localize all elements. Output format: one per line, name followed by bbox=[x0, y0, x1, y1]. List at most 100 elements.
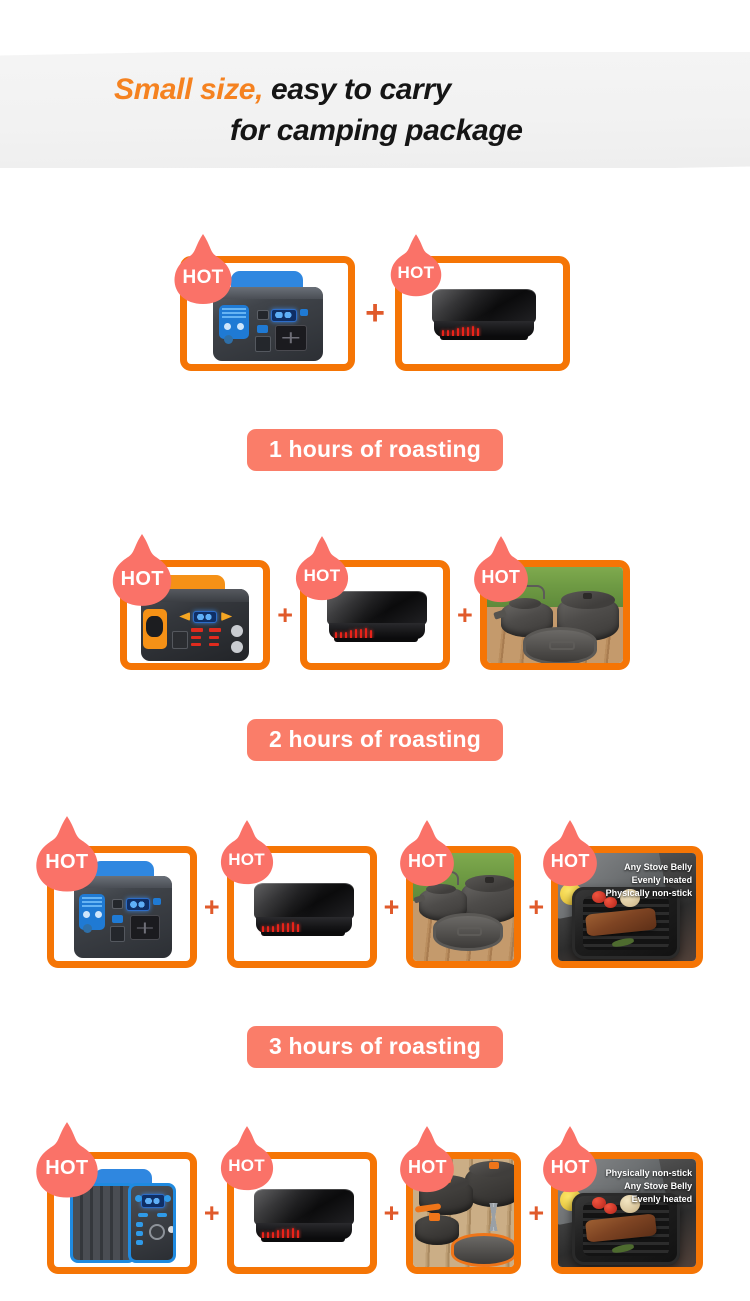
tomato bbox=[592, 1197, 607, 1209]
product-box[interactable] bbox=[394, 255, 570, 371]
product-image bbox=[307, 567, 443, 663]
header-line-1-rest: easy to carry bbox=[263, 72, 451, 106]
product-row-4: HOT bbox=[0, 1122, 750, 1288]
product-image bbox=[413, 853, 515, 961]
product-box[interactable] bbox=[46, 1152, 197, 1274]
plus-separator: + bbox=[203, 891, 220, 922]
pot-knob bbox=[489, 1162, 500, 1169]
cooker-led-indicators bbox=[441, 325, 479, 337]
product-image bbox=[234, 1159, 370, 1267]
product-cell-induction-cooker[interactable]: HOT bbox=[220, 820, 377, 968]
product-row-2: HOT bbox=[0, 534, 750, 690]
tomato bbox=[592, 891, 607, 903]
tomato bbox=[604, 1203, 618, 1214]
cooker-led-indicators bbox=[261, 922, 299, 933]
section-pill-label: 3 hours of roasting bbox=[246, 1026, 504, 1068]
header-line-1: Small size, easy to carry bbox=[66, 69, 750, 110]
induction-cooker-art bbox=[402, 263, 563, 364]
overlay-line-2: Evenly heated bbox=[631, 875, 693, 886]
section-pill-label: 2 hours of roasting bbox=[246, 719, 504, 761]
pot-knob bbox=[485, 877, 495, 883]
product-cell-power-station-blue[interactable]: HOT bbox=[174, 233, 356, 371]
power-station-blue-art bbox=[54, 853, 190, 961]
cooker-led-indicators bbox=[261, 1228, 299, 1239]
product-image bbox=[54, 853, 190, 961]
product-box[interactable] bbox=[46, 846, 197, 968]
overlay-line-3: Physically non-stick bbox=[605, 888, 693, 899]
product-box[interactable] bbox=[120, 560, 271, 670]
garlic-bulb bbox=[620, 889, 641, 907]
header-banner: Small size, easy to carry for camping pa… bbox=[0, 52, 750, 168]
product-box[interactable]: Any Stove Belly Evenly heated Physically… bbox=[551, 846, 704, 968]
cookware-gray-photo bbox=[486, 567, 623, 663]
product-cell-grill-pan[interactable]: HOT Physically non-stick bbox=[543, 1126, 704, 1274]
plus-separator: + bbox=[365, 294, 385, 332]
product-box[interactable] bbox=[479, 560, 630, 670]
frying-pan bbox=[451, 1233, 515, 1267]
plus-separator: + bbox=[528, 1197, 545, 1228]
product-box[interactable] bbox=[180, 255, 356, 371]
induction-cooker-art bbox=[234, 853, 370, 961]
product-box[interactable] bbox=[226, 1152, 377, 1274]
product-image bbox=[234, 853, 370, 961]
product-box[interactable] bbox=[406, 846, 522, 968]
pot-lid bbox=[465, 875, 515, 892]
kettle-lid bbox=[426, 884, 457, 894]
pan-handle bbox=[457, 927, 483, 936]
plus-separator: + bbox=[383, 891, 400, 922]
product-row-3: HOT bbox=[0, 816, 750, 982]
pot-lid bbox=[560, 591, 615, 609]
plus-separator: + bbox=[203, 1197, 220, 1228]
cooker-led-indicators bbox=[335, 628, 372, 639]
product-cell-power-station-orange[interactable]: HOT bbox=[112, 534, 271, 670]
pot-lid bbox=[469, 1161, 515, 1177]
power-station-orange-art bbox=[127, 567, 263, 663]
kettle-lid bbox=[508, 598, 541, 609]
frying-pan bbox=[522, 627, 597, 663]
product-cell-induction-cooker[interactable]: HOT bbox=[390, 233, 570, 371]
product-box[interactable]: Physically non-stick Any Stove Belly Eve… bbox=[551, 1152, 704, 1274]
product-box[interactable] bbox=[300, 560, 450, 670]
product-cell-power-station-ribbed[interactable]: HOT bbox=[36, 1122, 197, 1274]
overlay-line-3: Evenly heated bbox=[631, 1194, 693, 1205]
product-image bbox=[187, 263, 348, 364]
grill-pan-photo: Any Stove Belly Evenly heated Physically… bbox=[558, 853, 697, 961]
section-label-3: 3 hours of roasting bbox=[0, 1026, 750, 1068]
tomato bbox=[604, 897, 618, 908]
frying-pan bbox=[433, 913, 504, 951]
induction-cooker-art bbox=[307, 567, 443, 663]
product-cell-cookware-gray[interactable]: HOT bbox=[473, 536, 630, 670]
kettle-handle bbox=[502, 585, 545, 599]
power-station-blue-art bbox=[187, 263, 348, 364]
grill-pan-photo: Physically non-stick Any Stove Belly Eve… bbox=[558, 1159, 697, 1267]
product-image bbox=[54, 1159, 190, 1267]
pot-knob bbox=[582, 593, 592, 599]
product-cell-cookware-gray[interactable]: HOT bbox=[400, 820, 522, 968]
pot-knob bbox=[429, 1213, 441, 1221]
product-cell-grill-pan[interactable]: HOT Any Stove Belly bbox=[543, 820, 704, 968]
overlay-line-2: Any Stove Belly bbox=[624, 1181, 693, 1192]
product-image bbox=[413, 1159, 515, 1267]
product-cell-cookware-orange[interactable]: HOT bbox=[400, 1126, 522, 1274]
product-image bbox=[127, 567, 263, 663]
pot-knob bbox=[441, 1176, 452, 1183]
section-pill-label: 1 hours of roasting bbox=[246, 429, 504, 471]
product-cell-induction-cooker[interactable]: HOT bbox=[220, 1126, 377, 1274]
product-image: Any Stove Belly Evenly heated Physically… bbox=[558, 853, 697, 961]
plus-separator: + bbox=[528, 891, 545, 922]
product-box[interactable] bbox=[406, 1152, 522, 1274]
overlay-line-1: Any Stove Belly bbox=[624, 862, 693, 872]
product-cell-induction-cooker[interactable]: HOT bbox=[295, 536, 450, 670]
pan-handle bbox=[548, 641, 575, 650]
cookware-gray-photo bbox=[413, 853, 515, 961]
header-line-2: for camping package bbox=[230, 114, 523, 147]
power-station-ribbed-art bbox=[54, 1159, 190, 1267]
product-box[interactable] bbox=[226, 846, 377, 968]
header-text-block: Small size, easy to carry for camping pa… bbox=[0, 52, 750, 168]
product-cell-power-station-blue[interactable]: HOT bbox=[36, 816, 197, 968]
section-label-2: 2 hours of roasting bbox=[0, 719, 750, 761]
cookware-orange-photo bbox=[413, 1159, 515, 1267]
product-image: Physically non-stick Any Stove Belly Eve… bbox=[558, 1159, 697, 1267]
plus-separator: + bbox=[383, 1197, 400, 1228]
plus-separator: + bbox=[457, 599, 473, 630]
